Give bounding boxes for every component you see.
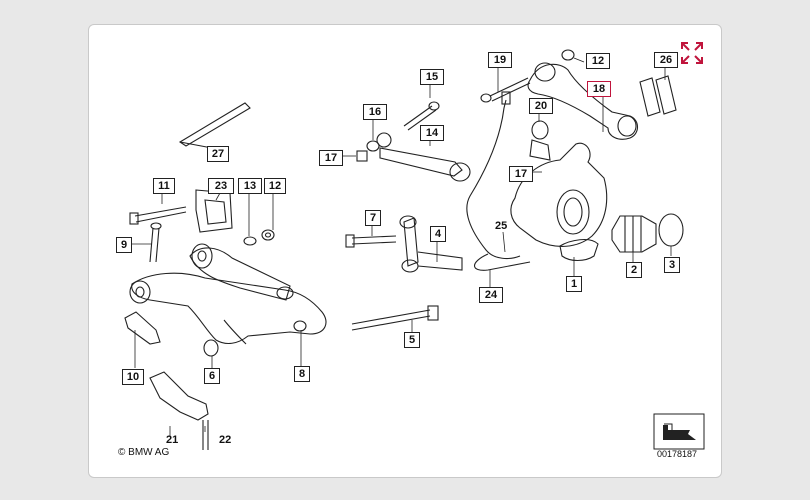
callout-3[interactable]: 3 [664,257,680,273]
callout-25[interactable]: 25 [495,220,508,232]
toe-link-part [403,217,419,267]
sensor-cable-part [466,99,521,260]
callout-8[interactable]: 8 [294,366,310,382]
callout-20[interactable]: 20 [529,98,553,114]
callout-18[interactable]: 18 [587,81,611,97]
direction-arrow-icon [653,413,705,450]
upper-link-part [379,147,463,177]
callout-23[interactable]: 23 [208,178,234,194]
callout-4[interactable]: 4 [430,226,446,242]
bracket-part [195,189,233,233]
callout-19[interactable]: 19 [488,52,512,68]
callout-9[interactable]: 9 [116,237,132,253]
callout-15[interactable]: 15 [420,69,444,85]
callout-26[interactable]: 26 [654,52,678,68]
callout-5[interactable]: 5 [404,332,420,348]
callout-12-left[interactable]: 12 [264,178,286,194]
callout-21[interactable]: 21 [166,434,179,446]
copyright-label: © BMW AG [118,447,170,458]
callout-11[interactable]: 11 [153,178,175,194]
expand-arrows-icon[interactable] [680,41,704,65]
callout-6[interactable]: 6 [204,368,220,384]
callout-14[interactable]: 14 [420,125,444,141]
callout-10[interactable]: 10 [122,369,144,385]
height-sensor-bracket-part [149,371,209,421]
callout-7[interactable]: 7 [365,210,381,226]
wheel-carrier-part [510,142,608,247]
callout-2[interactable]: 2 [626,262,642,278]
callout-17-right[interactable]: 17 [509,166,533,182]
callout-1[interactable]: 1 [566,276,582,292]
callout-24[interactable]: 24 [479,287,503,303]
document-number: 00178187 [657,449,698,459]
spring-clip-part [639,77,661,117]
drive-shaft-boot-part [611,215,657,253]
upper-wishbone-part [527,63,639,140]
circlip-part [658,213,684,247]
lower-control-arm-part [131,272,327,345]
callout-16[interactable]: 16 [363,104,387,120]
diagram-card [88,24,722,478]
cable-tie-part [178,102,251,147]
callout-27[interactable]: 27 [207,146,229,162]
callout-17-left[interactable]: 17 [319,150,343,166]
callout-12-right[interactable]: 12 [586,53,610,69]
callout-13[interactable]: 13 [238,178,262,194]
callout-22[interactable]: 22 [219,434,232,446]
